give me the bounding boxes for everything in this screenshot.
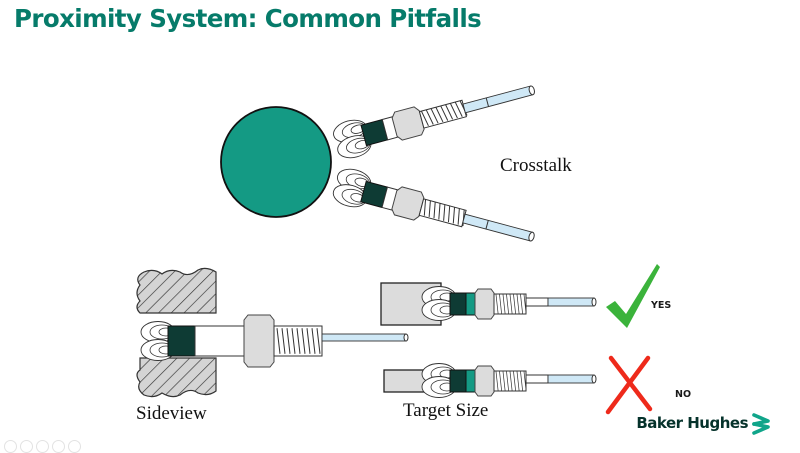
target-size-label: Target Size [403,400,489,421]
previous-icon[interactable] [4,440,17,453]
crosstalk-diagram [220,85,535,242]
probe-upper [330,85,535,162]
housing-upper [136,267,217,314]
chevron-double-logo-icon [752,413,770,435]
settings-icon[interactable] [52,440,65,453]
housing-lower [136,357,217,398]
probe-lower [330,165,535,242]
yes-label: YES [651,300,672,311]
target-size-correct [380,282,597,326]
sideview-diagram [136,267,409,398]
next-icon[interactable] [36,440,49,453]
player-controls [4,440,81,453]
crosstalk-label: Crosstalk [500,155,572,176]
no-label: NO [675,389,692,400]
green-checkmark-icon [606,264,660,328]
brand-name: Baker Hughes [636,414,748,432]
red-x-icon [605,355,653,415]
fullscreen-icon[interactable] [68,440,81,453]
target-size-incorrect [383,363,597,398]
sideview-label: Sideview [136,403,207,424]
shaft-target [220,106,332,218]
play-icon[interactable] [20,440,33,453]
slide-title: Proximity System: Common Pitfalls [14,4,482,33]
